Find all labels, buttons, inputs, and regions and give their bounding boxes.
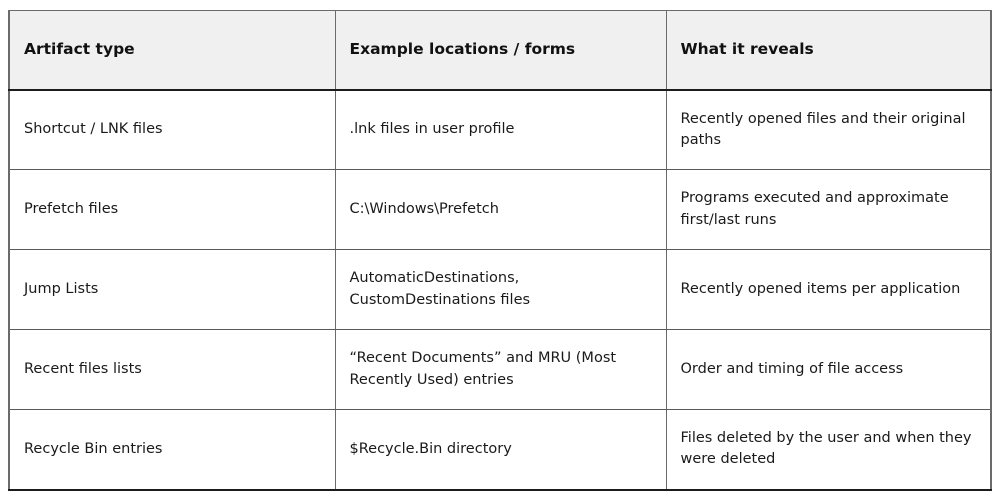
- cell-text: AutomaticDestinations, CustomDestination…: [349, 270, 531, 308]
- cell-what-it-reveals: Recently opened files and their original…: [665, 89, 992, 170]
- cell-what-it-reveals: Programs executed and approximate first/…: [665, 169, 992, 250]
- cell-text: Order and timing of file access: [680, 360, 904, 377]
- table-header: Artifact type Example locations / forms …: [8, 10, 992, 91]
- cell-text: .lnk files in user profile: [349, 121, 515, 138]
- table-header-row: Artifact type Example locations / forms …: [8, 10, 992, 91]
- column-header-label: Example locations / forms: [349, 40, 576, 59]
- cell-artifact-type: Recent files lists: [8, 329, 336, 410]
- windows-artifacts-table: Artifact type Example locations / forms …: [8, 10, 992, 491]
- cell-example-locations: $Recycle.Bin directory: [334, 409, 667, 491]
- cell-text: Programs executed and approximate first/…: [680, 190, 949, 228]
- cell-text: Prefetch files: [24, 200, 119, 217]
- cell-example-locations: .lnk files in user profile: [334, 89, 667, 170]
- table-row: Recycle Bin entries $Recycle.Bin directo…: [8, 409, 992, 491]
- cell-what-it-reveals: Recently opened items per application: [665, 249, 992, 330]
- cell-text: “Recent Documents” and MRU (Most Recentl…: [349, 350, 617, 388]
- cell-artifact-type: Shortcut / LNK files: [8, 89, 336, 170]
- cell-example-locations: “Recent Documents” and MRU (Most Recentl…: [334, 329, 667, 410]
- cell-example-locations: AutomaticDestinations, CustomDestination…: [334, 249, 667, 330]
- cell-text: C:\Windows\Prefetch: [349, 200, 499, 217]
- column-header-label: Artifact type: [24, 40, 135, 59]
- cell-text: Files deleted by the user and when they …: [680, 430, 972, 468]
- cell-example-locations: C:\Windows\Prefetch: [334, 169, 667, 250]
- table-body: Shortcut / LNK files .lnk files in user …: [8, 89, 992, 491]
- cell-artifact-type: Jump Lists: [8, 249, 336, 330]
- table-row: Jump Lists AutomaticDestinations, Custom…: [8, 249, 992, 330]
- column-header-artifact-type: Artifact type: [8, 10, 336, 91]
- table-row: Recent files lists “Recent Documents” an…: [8, 329, 992, 410]
- table-row: Shortcut / LNK files .lnk files in user …: [8, 89, 992, 170]
- column-header-label: What it reveals: [680, 40, 814, 59]
- cell-what-it-reveals: Order and timing of file access: [665, 329, 992, 410]
- column-header-what-it-reveals: What it reveals: [665, 10, 992, 91]
- cell-text: Recycle Bin entries: [24, 440, 163, 457]
- cell-artifact-type: Prefetch files: [8, 169, 336, 250]
- cell-text: Recently opened items per application: [680, 280, 961, 297]
- cell-text: Jump Lists: [24, 280, 99, 297]
- table-row: Prefetch files C:\Windows\Prefetch Progr…: [8, 169, 992, 250]
- cell-what-it-reveals: Files deleted by the user and when they …: [665, 409, 992, 491]
- cell-text: Recent files lists: [24, 360, 142, 377]
- column-header-example-locations: Example locations / forms: [334, 10, 667, 91]
- cell-text: Shortcut / LNK files: [24, 121, 163, 138]
- artifact-table-container: Artifact type Example locations / forms …: [8, 10, 992, 491]
- cell-artifact-type: Recycle Bin entries: [8, 409, 336, 491]
- cell-text: $Recycle.Bin directory: [349, 440, 512, 457]
- cell-text: Recently opened files and their original…: [680, 110, 966, 148]
